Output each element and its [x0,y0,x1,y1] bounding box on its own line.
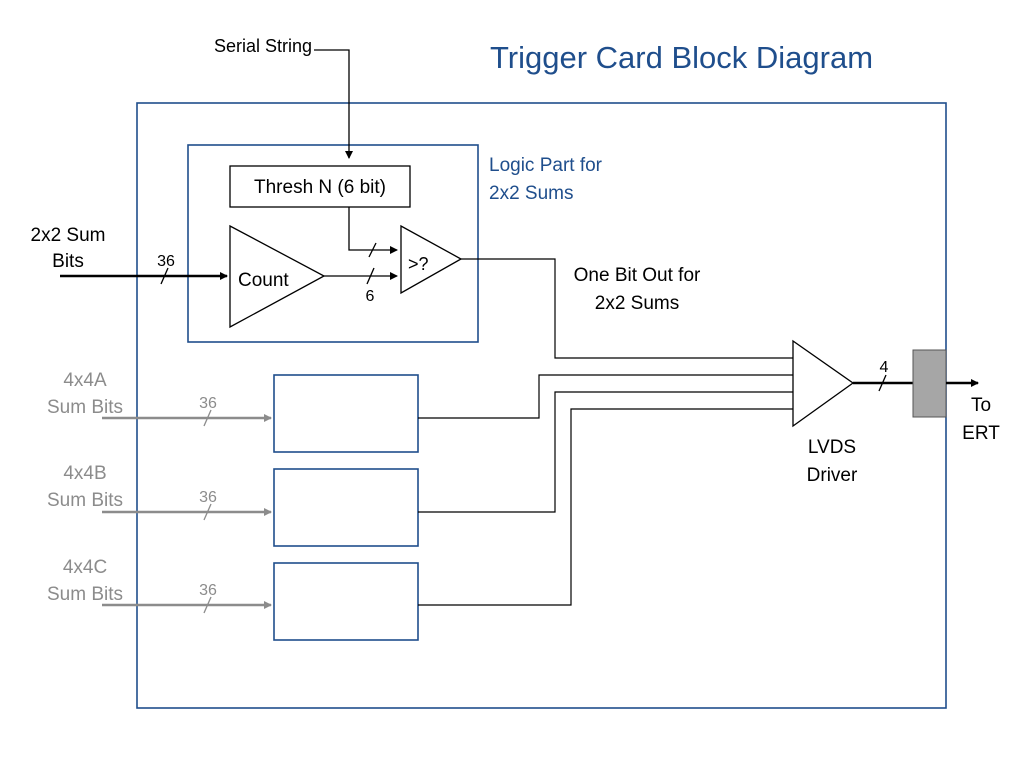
count-label: Count [238,270,289,291]
comparator-block [400,224,463,295]
input-4x4a-label-line1: 4x4A [63,370,107,391]
serial-string-label: Serial String [214,36,312,56]
count-bus-slash [366,267,375,285]
diagram-title: Trigger Card Block Diagram [490,40,873,75]
logic-4x4c-box [273,562,419,641]
input-4x4c-label-line1: 4x4C [63,557,107,578]
input-2x2-label-line1: 2x2 Sum [31,225,106,246]
thresh-bus-slash [368,242,377,258]
logic-part-label-line2: 2x2 Sums [489,183,573,204]
input-4x4c-label-line2: Sum Bits [47,584,123,605]
output-label-line1: To [971,395,991,416]
one-bit-out-wire [461,258,793,359]
count-block [229,224,326,329]
comparator-label: >? [408,254,429,274]
input-4x4c-bus-slash [203,596,212,614]
input-4x4c-bus-width: 36 [199,582,217,599]
one-bit-out-line2: 2x2 Sums [595,293,679,314]
logic-4x4b-out-wire [418,391,793,513]
one-bit-out-line1: One Bit Out for [574,265,701,286]
input-2x2-bus-width: 36 [157,253,175,270]
input-4x4b-label-line2: Sum Bits [47,490,123,511]
input-2x2-bus-slash [160,267,169,285]
output-label-line2: ERT [962,423,1000,444]
lvds-driver-line2: Driver [807,465,858,486]
thresh-to-compare-wire [348,207,398,254]
thresh-box-label: Thresh N (6 bit) [254,177,386,198]
logic-part-label-line1: Logic Part for [489,155,603,176]
input-4x4b-bus-width: 36 [199,489,217,506]
serial-string-wire [314,49,353,159]
input-4x4b-bus-slash [203,503,212,521]
output-connector [912,349,947,418]
input-2x2-label-line2: Bits [52,251,84,272]
lvds-driver-line1: LVDS [808,437,856,458]
lvds-driver-block [792,339,855,428]
logic-4x4a-box [273,374,419,453]
input-4x4a-bus-width: 36 [199,395,217,412]
logic-part-box [187,144,479,343]
output-bus-slash [878,374,887,392]
count-bus-width: 6 [366,288,375,305]
logic-4x4c-out-wire [418,408,793,606]
input-4x4a-bus-slash [203,409,212,427]
logic-4x4a-out-wire [418,374,793,419]
input-4x4b-label-line1: 4x4B [63,463,106,484]
logic-4x4b-box [273,468,419,547]
input-4x4a-label-line2: Sum Bits [47,397,123,418]
output-bus-width: 4 [880,359,889,376]
thresh-box [229,165,411,208]
